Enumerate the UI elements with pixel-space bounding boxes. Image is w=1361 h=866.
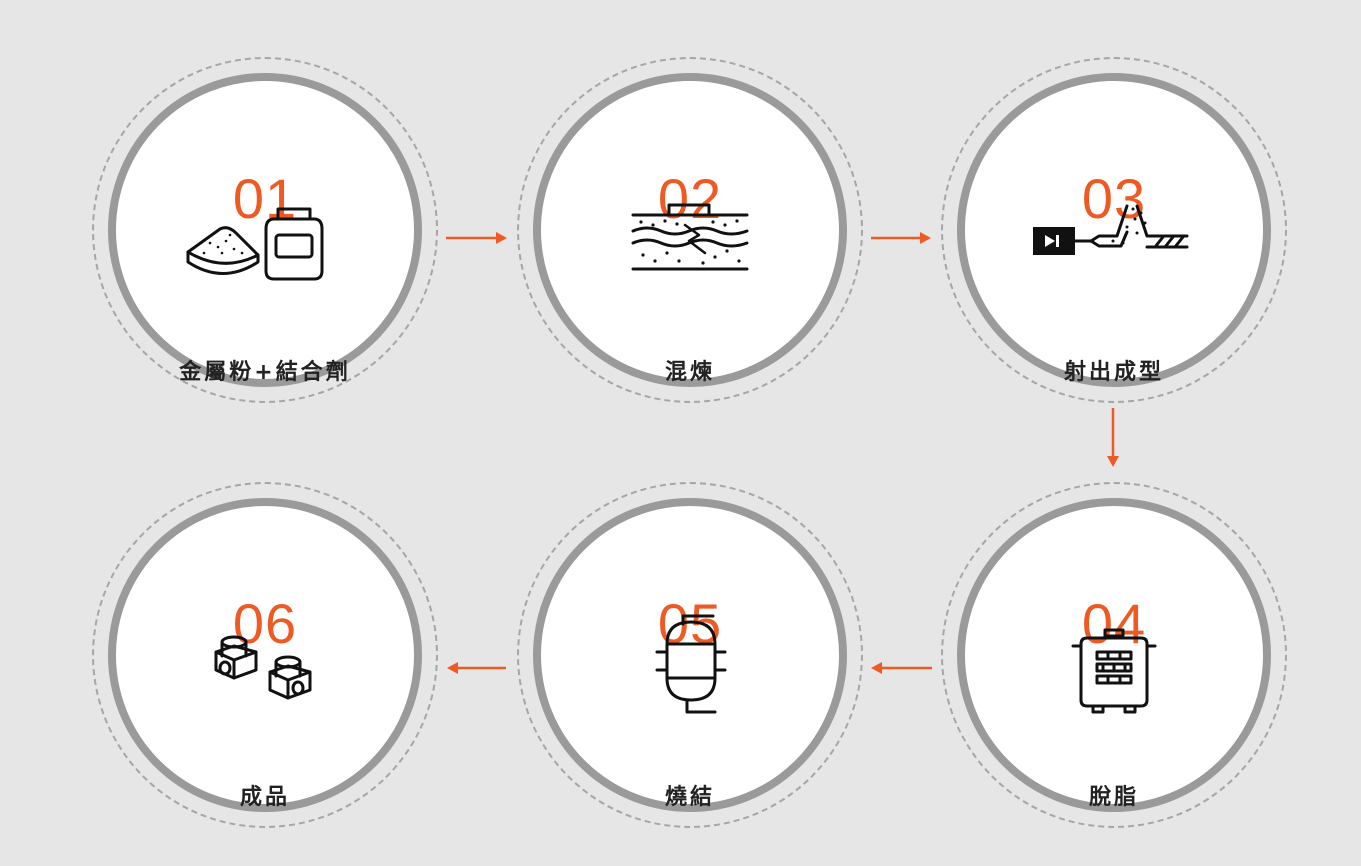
solid-ring: [957, 498, 1271, 812]
debinding-oven-icon: [1071, 628, 1157, 714]
solid-ring: [108, 498, 422, 812]
solid-ring: [957, 73, 1271, 387]
step-06: 06 成品: [92, 482, 438, 828]
arrow-left-04-05: [871, 662, 932, 674]
step-label: 混煉: [664, 360, 715, 385]
arrow-right-02-03: [871, 232, 931, 244]
step-label: 脫脂: [1088, 785, 1139, 810]
dashed-ring: [517, 482, 863, 828]
dashed-ring: [517, 57, 863, 403]
step-03: 03 射出成型: [941, 57, 1287, 403]
solid-ring: [108, 73, 422, 387]
arrow-right-01-02: [446, 232, 507, 244]
step-01: 01 金屬粉+結合劑: [92, 57, 438, 403]
sintering-furnace-icon: [655, 614, 727, 714]
finished-parts-icon: [214, 635, 312, 700]
step-label: 金屬粉+結合劑: [179, 360, 351, 385]
step-label: 成品: [239, 785, 290, 810]
dashed-ring: [92, 482, 438, 828]
step-number: 04: [1081, 592, 1147, 655]
dashed-ring: [941, 57, 1287, 403]
injection-molding-icon: [1033, 204, 1189, 255]
powder-and-jar-icon: [186, 207, 324, 281]
arrow-left-05-06: [447, 662, 506, 674]
solid-ring: [533, 498, 847, 812]
step-label: 燒結: [664, 785, 715, 810]
step-number: 02: [657, 167, 723, 230]
step-05: 05 燒結: [517, 482, 863, 828]
step-label: 射出成型: [1063, 360, 1164, 385]
dashed-ring: [941, 482, 1287, 828]
arrow-down-03-04: [1107, 408, 1119, 467]
mixing-layers-icon: [631, 203, 749, 271]
step-04: 04 脫脂: [941, 482, 1287, 828]
dashed-ring: [92, 57, 438, 403]
step-02: 02 混煉: [517, 57, 863, 403]
